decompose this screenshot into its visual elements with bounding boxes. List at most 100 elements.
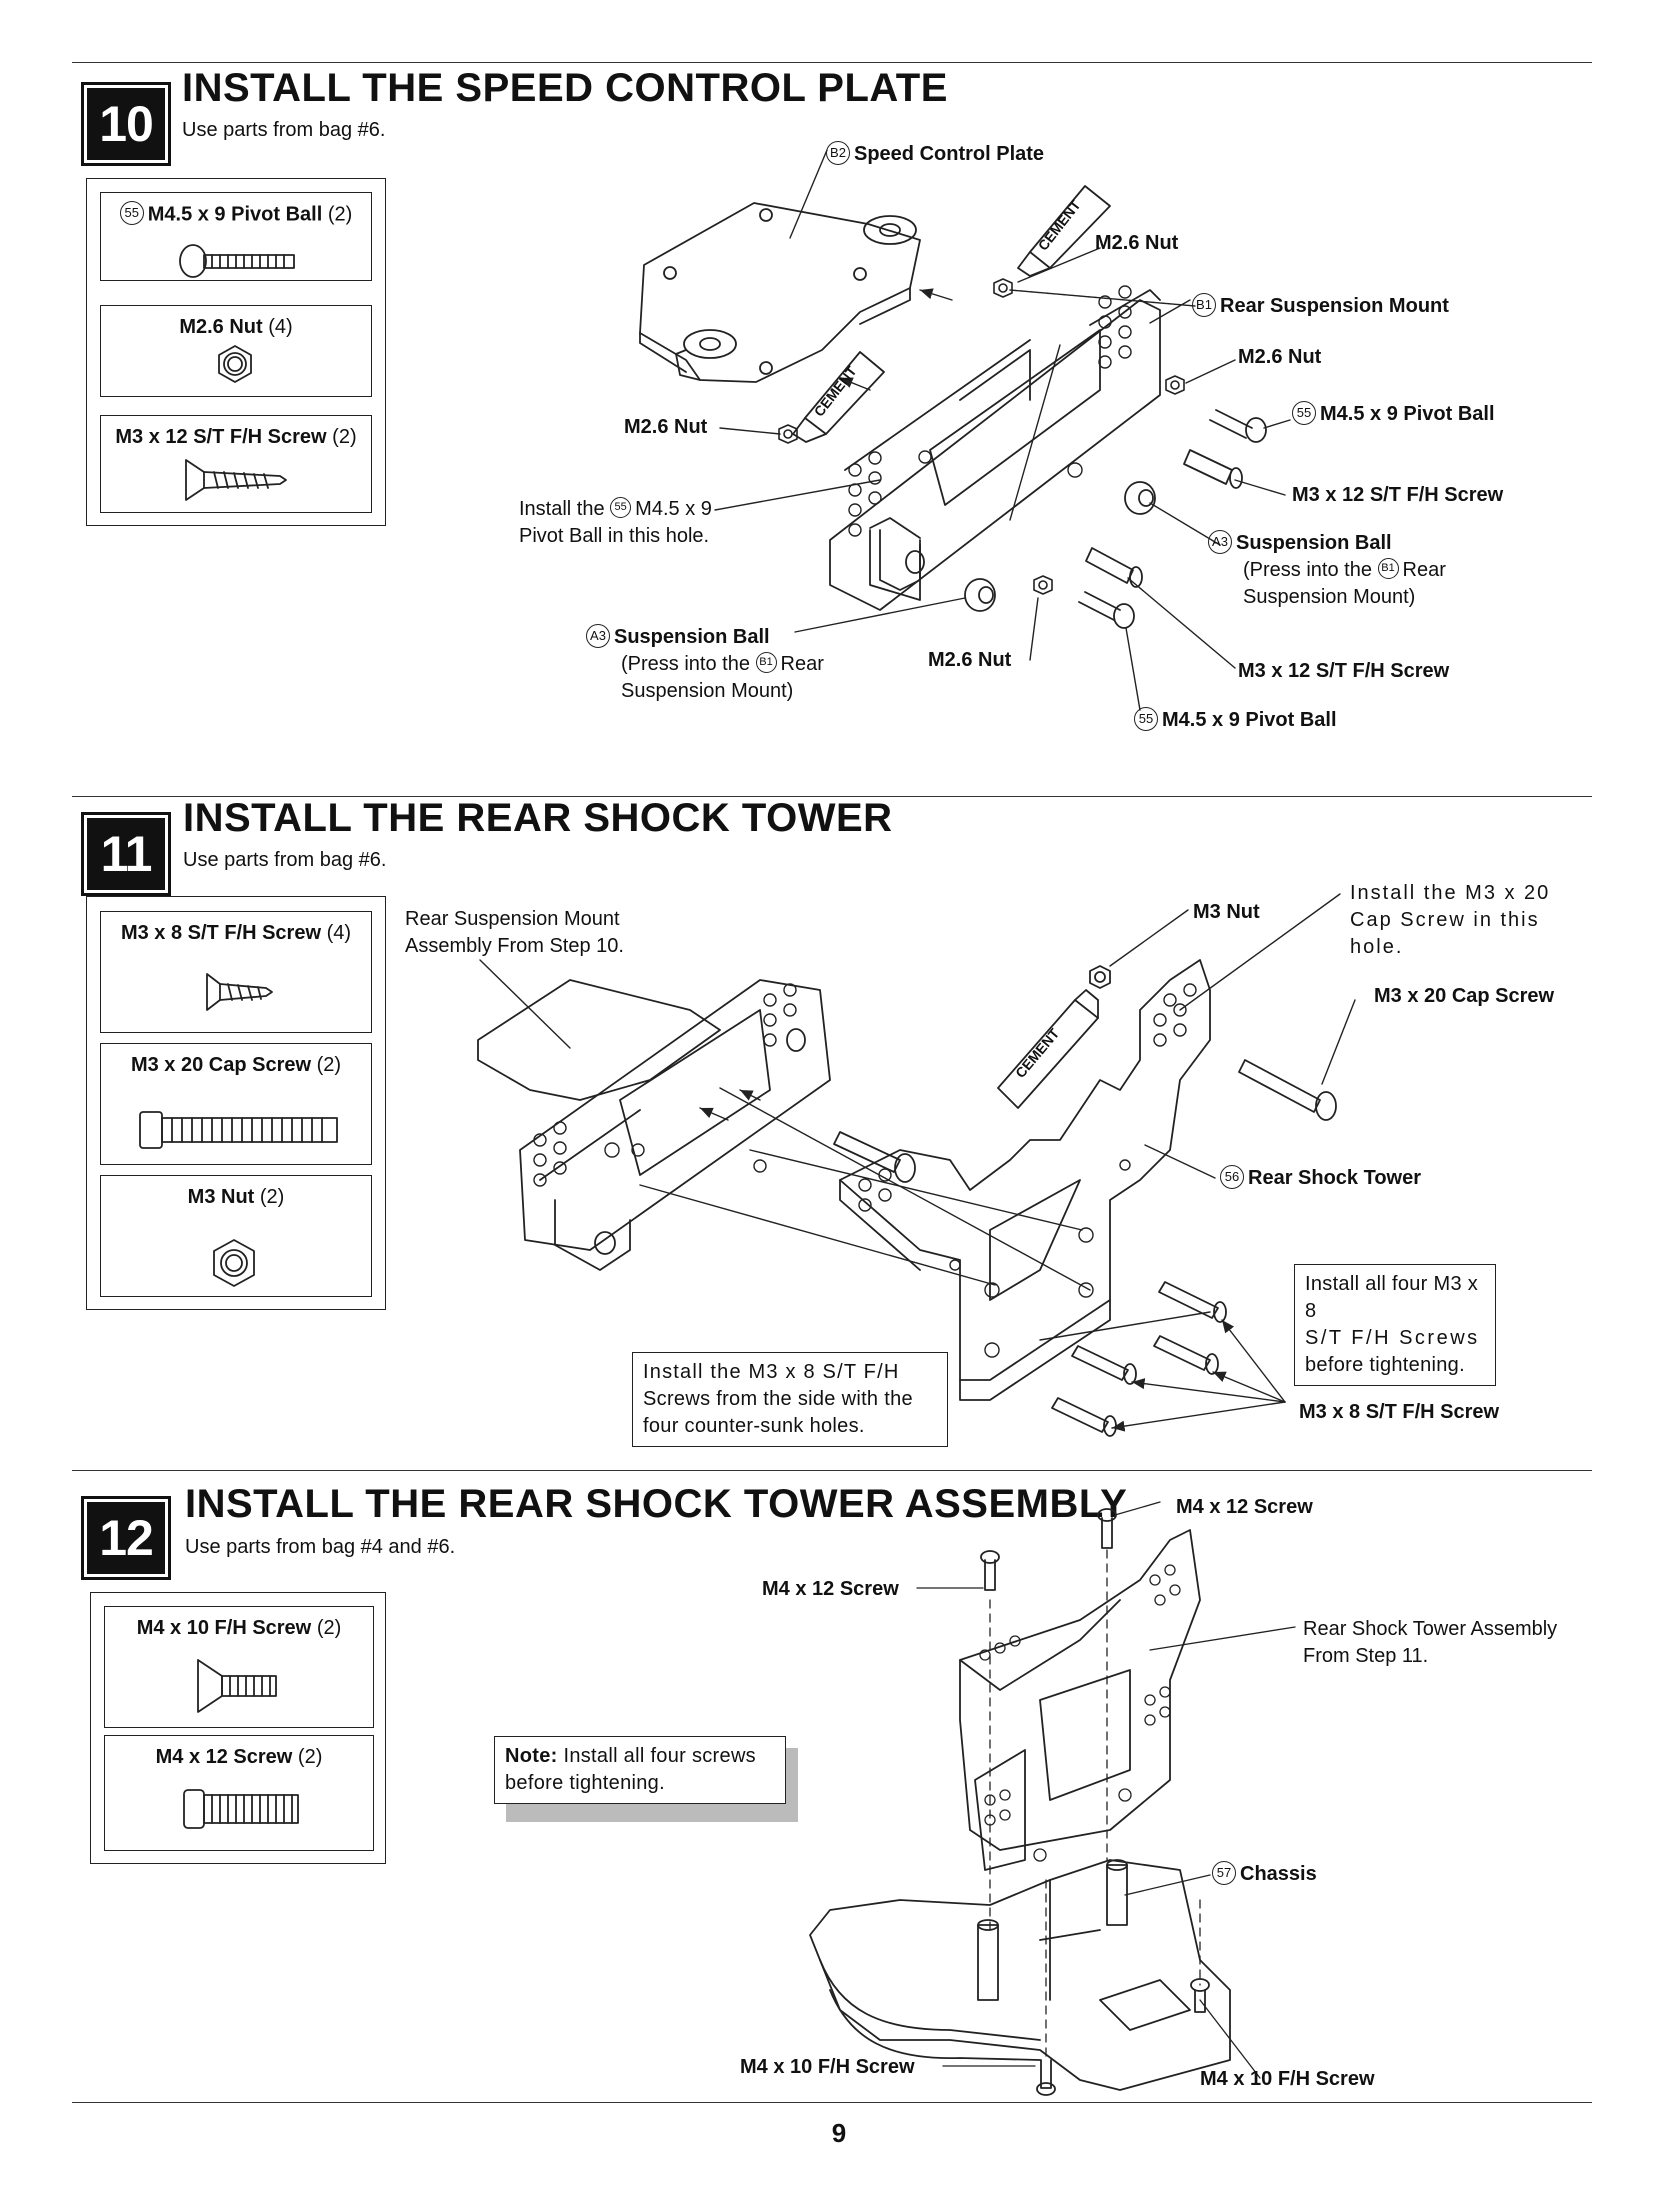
step-12-title: INSTALL THE REAR SHOCK TOWER ASSEMBLY — [185, 1482, 1128, 1526]
step-11-hardware — [833, 965, 1337, 1437]
step-10-subtitle: Use parts from bag #6. — [182, 119, 386, 141]
shock-tower-assembly-drawing — [959, 1529, 1201, 1871]
callout-m3x12-screw-a: M3 x 12 S/T F/H Screw — [1292, 484, 1504, 506]
part-name: M3 x 8 S/T F/H Screw — [120, 922, 322, 944]
callout-install-cap-screw-hole: Install the M3 x 20 Cap Screw in this ho… — [1350, 882, 1551, 958]
page-number: 9 — [831, 2118, 847, 2148]
rear-suspension-mount-assembly-drawing — [477, 979, 831, 1271]
screw-drawings — [1085, 449, 1243, 588]
part-m3x12-screw: M3 x 12 S/T F/H Screw (2) — [100, 415, 372, 513]
m3x8-screw-icon — [206, 973, 273, 1011]
step-10-leaders — [714, 149, 1291, 711]
part-qty: (4) — [326, 922, 352, 944]
note-install-all-four-screws: Note: Install all four screws before tig… — [494, 1736, 786, 1804]
callout-m3-nut: M3 Nut — [1193, 901, 1260, 923]
callout-m26-nut-bottom: M2.6 Nut — [928, 649, 1012, 671]
rear-suspension-mount-drawing — [829, 285, 1161, 611]
pivot-ball-drawings — [1078, 409, 1267, 629]
step-12-screws — [980, 1508, 1210, 2096]
step-11-subtitle: Use parts from bag #6. — [183, 849, 387, 871]
part-name: M2.6 Nut — [179, 316, 263, 338]
rear-shock-tower-drawing — [839, 959, 1211, 1401]
callout-m3x12-screw-b: M3 x 12 S/T F/H Screw — [1238, 660, 1450, 682]
part-number-badge: 55 — [610, 497, 632, 519]
callout-m4x12-screw-left: M4 x 12 Screw — [762, 1578, 899, 1600]
callout-m26-nut-top: M2.6 Nut — [1095, 232, 1179, 254]
screw-icon — [185, 459, 287, 501]
part-qty: (4) — [268, 316, 293, 338]
chassis-drawing — [809, 1859, 1231, 2091]
bottom-rule — [72, 2102, 1592, 2103]
step-12-subtitle: Use parts from bag #4 and #6. — [185, 1536, 456, 1558]
m4x10-fh-screw-icon — [197, 1659, 277, 1713]
cement-tube-step-11 — [997, 989, 1099, 1109]
part-m3x20-cap-screw: M3 x 20 Cap Screw (2) — [100, 1043, 372, 1165]
step-12-leaders — [916, 1501, 1296, 2079]
callout-assembly-from-step-10: Rear Suspension Mount Assembly From Step… — [405, 908, 624, 957]
step-11-title: INSTALL THE REAR SHOCK TOWER — [183, 796, 893, 840]
part-qty: (2) — [316, 1054, 342, 1076]
cap-screw-icon — [139, 1111, 338, 1149]
callout-m4x10-fh-screw-left: M4 x 10 F/H Screw — [740, 2056, 915, 2078]
cement-tube-top — [1017, 185, 1111, 277]
part-m4x10-fh-screw: M4 x 10 F/H Screw (2) — [104, 1606, 374, 1728]
part-number-badge: B2 — [826, 140, 850, 165]
top-rule — [72, 62, 1592, 63]
part-name: M3 x 20 Cap Screw — [130, 1054, 312, 1076]
part-qty: (2) — [297, 1746, 323, 1768]
callout-m26-nut-right: M2.6 Nut — [1238, 346, 1322, 368]
step-10-title: INSTALL THE SPEED CONTROL PLATE — [182, 66, 948, 110]
note-install-from-side: Install the M3 x 8 S/T F/H Screws from t… — [632, 1352, 948, 1447]
part-number-badge: B1 — [1377, 558, 1399, 580]
part-number-badge: 56 — [1220, 1164, 1244, 1189]
callout-m4x10-fh-screw-right: M4 x 10 F/H Screw — [1200, 2068, 1375, 2090]
part-number-badge: B1 — [755, 652, 777, 674]
callout-m3x20-cap-screw: M3 x 20 Cap Screw — [1374, 985, 1555, 1007]
part-number-badge: 57 — [1212, 1860, 1236, 1885]
part-name: M3 Nut — [187, 1186, 255, 1208]
callout-m4x12-screw-top: M4 x 12 Screw — [1176, 1496, 1313, 1518]
rule-step-12 — [72, 1470, 1592, 1471]
part-number-badge: 55 — [1134, 706, 1158, 731]
part-m4x12-screw: M4 x 12 Screw (2) — [104, 1735, 374, 1851]
step-11-leaders — [479, 893, 1356, 1432]
hex-nut-icon — [218, 345, 252, 383]
callout-m3x8-screw: M3 x 8 S/T F/H Screw — [1299, 1401, 1500, 1423]
step-10-number: 10 — [81, 82, 171, 166]
part-qty: (2) — [327, 203, 353, 226]
part-number-badge: 55 — [119, 201, 144, 225]
part-qty: (2) — [259, 1186, 285, 1208]
step-11-number: 11 — [81, 812, 171, 896]
m4x12-screw-icon — [183, 1789, 299, 1829]
callout-assembly-from-step-11: Rear Shock Tower Assembly From Step 11. — [1303, 1618, 1558, 1667]
part-name: M4 x 12 Screw — [155, 1746, 293, 1768]
cement-tube-middle — [792, 351, 885, 443]
step-12-number: 12 — [81, 1496, 171, 1580]
callout-m26-nut-left: M2.6 Nut — [624, 416, 708, 438]
note-install-all-four: Install all four M3 x 8 S/T F/H Screws b… — [1294, 1264, 1496, 1386]
part-number-badge: B1 — [1192, 292, 1216, 317]
step-12-parts-list: M4 x 10 F/H Screw (2) M4 x 12 Screw (2) — [90, 1592, 386, 1864]
part-number-badge: 55 — [1292, 400, 1316, 425]
part-name: M4 x 10 F/H Screw — [136, 1617, 312, 1639]
rule-step-11 — [72, 796, 1592, 797]
speed-control-plate-drawing — [639, 202, 921, 383]
part-number-badge: A3 — [586, 623, 610, 648]
m3-nut-icon — [213, 1239, 255, 1287]
part-name: M4.5 x 9 Pivot Ball — [147, 203, 323, 226]
suspension-ball-drawings — [964, 481, 1156, 612]
pivot-ball-icon — [179, 244, 295, 278]
part-qty: (2) — [332, 426, 357, 448]
part-m3x8-screw: M3 x 8 S/T F/H Screw (4) — [100, 911, 372, 1033]
part-qty: (2) — [316, 1617, 342, 1639]
part-number-badge: A3 — [1208, 529, 1232, 554]
part-name: M3 x 12 S/T F/H Screw — [115, 426, 327, 448]
